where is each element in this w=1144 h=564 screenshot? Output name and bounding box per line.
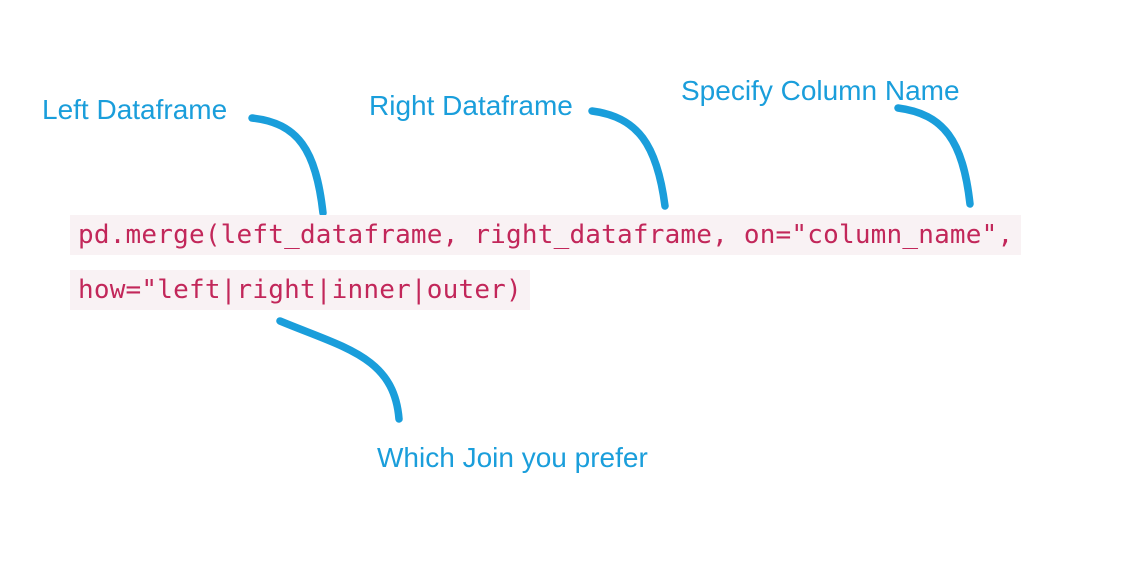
specify-column-name-label: Specify Column Name	[681, 75, 960, 106]
specify-column-connector-line	[894, 104, 974, 208]
left-dataframe-label: Left Dataframe	[42, 94, 228, 125]
which-join-connector-line	[276, 317, 403, 423]
which-join-label: Which Join you prefer	[377, 442, 648, 473]
code-line-merge-call: pd.merge(left_dataframe, right_dataframe…	[70, 215, 1022, 255]
right-dataframe-connector-line	[588, 107, 669, 210]
left-dataframe-connector-line	[248, 114, 327, 217]
code-line-how-argument: how="left|right|inner|outer)	[70, 270, 530, 310]
right-dataframe-label: Right Dataframe	[369, 90, 573, 121]
